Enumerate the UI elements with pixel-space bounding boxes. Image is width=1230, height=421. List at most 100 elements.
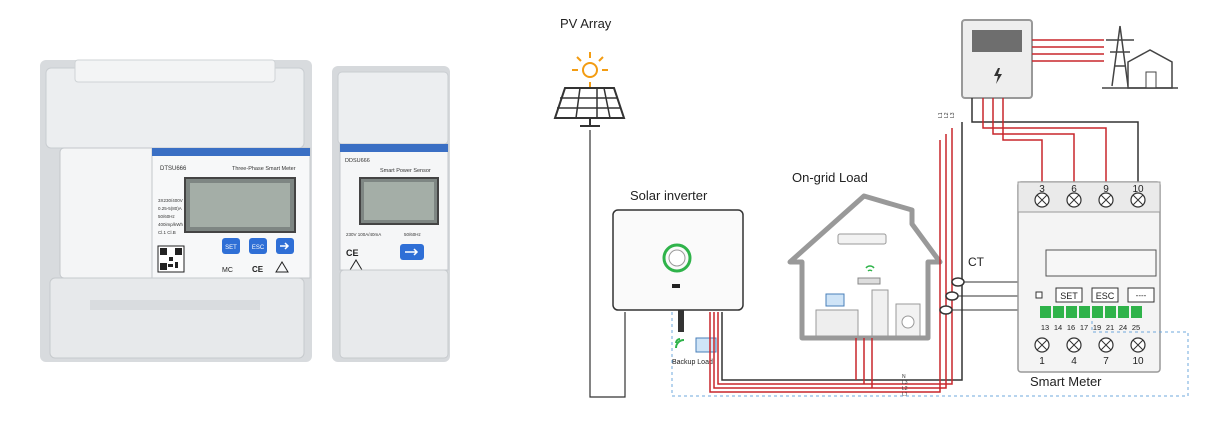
- sensor-lcd-inner: [364, 182, 434, 220]
- router-icon: [857, 277, 881, 285]
- terminal-number: 3: [1039, 184, 1045, 195]
- ct-clamp-icon: [945, 291, 959, 301]
- three-phase-smart-meter-photo: DTSU666 Three-Phase Smart Meter 3X230/40…: [40, 59, 312, 362]
- line-tag: L2: [902, 386, 908, 392]
- main-bus-wires: [709, 98, 1139, 393]
- sensor-lower-block: [339, 269, 449, 359]
- sensor-model-text: DDSU666: [345, 158, 370, 164]
- warning-triangle-icon: [275, 261, 289, 273]
- meter-spec-text: Cl.1 Cl.B: [158, 230, 176, 235]
- comm-terminal-number: 25: [1132, 323, 1140, 332]
- meter-arrow-button[interactable]: [276, 238, 294, 254]
- smart-meter-esc-label: ESC: [1096, 291, 1115, 301]
- set-button-label: SET: [225, 245, 237, 251]
- meter-spec-text: 50/60Hz: [158, 214, 176, 219]
- sensor-spec-text: 230V 100A/40mA: [346, 232, 381, 237]
- sensor-freq-text: 50/60Hz: [404, 232, 422, 237]
- line-tag: L2: [944, 112, 950, 118]
- meter-spec-text: 3X230/400V: [158, 198, 183, 203]
- comm-terminal-number: 16: [1067, 323, 1075, 332]
- pv-array-label: PV Array: [560, 16, 612, 31]
- sensor-upper-block: [337, 71, 449, 145]
- smart-meter-set-label: SET: [1060, 291, 1078, 301]
- terminal-number: 9: [1103, 184, 1109, 195]
- terminal-number: 10: [1132, 356, 1144, 367]
- sensor-blue-stripe: [340, 144, 448, 152]
- smart-meter-display: [1045, 249, 1157, 277]
- single-phase-power-sensor-photo: DDSU666 Smart Power Sensor 230V 100A/40m…: [332, 66, 450, 362]
- ct-label: CT: [968, 255, 985, 269]
- ct-clamp-icon: [939, 305, 953, 315]
- terminal-number: 6: [1071, 184, 1077, 195]
- pv-array: PV Array: [553, 16, 626, 127]
- smart-meter-dash-label: ----: [1136, 291, 1147, 300]
- refrigerator-icon: [871, 289, 889, 337]
- meter-title-text: Three-Phase Smart Meter: [232, 166, 296, 172]
- line-tag: L1: [938, 112, 944, 118]
- sensor-arrow-button[interactable]: [400, 244, 424, 260]
- meter-model-text: DTSU666: [160, 166, 187, 172]
- computer-icon: [825, 293, 845, 307]
- meter-esc-button[interactable]: ESC: [249, 238, 267, 254]
- line-tag: L3: [902, 380, 908, 386]
- on-grid-load-label: On-grid Load: [792, 170, 868, 185]
- comm-terminal-number: 19: [1093, 323, 1101, 332]
- smart-meter-arrow-button[interactable]: ----: [1127, 287, 1155, 303]
- meter-set-button[interactable]: SET: [222, 238, 240, 254]
- smart-meter-diagram: 3 6 9 10 SET ESC ----: [1017, 181, 1161, 389]
- grid-feed-wires: [1032, 39, 1104, 62]
- comm-terminal-strip: [1040, 306, 1142, 318]
- ct-clamp-icon: [951, 277, 965, 287]
- terminal-number: 7: [1103, 356, 1109, 367]
- meter-spec-text: 400imp/kWh: [158, 222, 184, 227]
- top-terminals: 3 6 9 10: [1034, 184, 1146, 208]
- on-grid-load-house: On-grid Load: [787, 170, 943, 341]
- sun-icon: [572, 52, 608, 88]
- line-tag: N: [902, 374, 906, 380]
- grid-tower-and-house-icon: [1102, 25, 1178, 89]
- air-conditioner-icon: [837, 233, 887, 245]
- rs485-comm-dashed-line: [671, 312, 1189, 397]
- utility-grid-meter: [961, 19, 1033, 99]
- solar-panel-icon: [553, 87, 626, 127]
- inverter-port: [672, 284, 680, 288]
- comm-terminal-number: 14: [1054, 323, 1062, 332]
- lightning-icon: [994, 68, 1002, 84]
- smart-meter-indicator: [1035, 291, 1043, 299]
- line-tags-bottom: N L3 L2 L1: [902, 374, 908, 398]
- utility-meter-display: [972, 30, 1022, 52]
- smart-meter-set-button[interactable]: SET: [1055, 287, 1083, 303]
- meter-lower-block: [49, 277, 305, 359]
- comm-terminal-number: 13: [1041, 323, 1049, 332]
- terminal-number: 4: [1071, 356, 1077, 367]
- comm-terminal-numbers: 13 14 16 17 19 21 24 25: [1041, 323, 1140, 332]
- meter-spec-text: 0.25-5(80)A: [158, 206, 182, 211]
- backup-load-label: Backup Load: [672, 359, 713, 366]
- esc-button-label: ESC: [252, 245, 265, 251]
- meter-lcd-inner: [190, 183, 290, 227]
- inverter-label: Solar inverter: [630, 188, 708, 203]
- comm-terminal-number: 24: [1119, 323, 1127, 332]
- backup-load: Backup Load: [672, 337, 717, 366]
- terminal-number: 1: [1039, 356, 1045, 367]
- smart-meter-label: Smart Meter: [1030, 374, 1102, 389]
- ce-mark: CE: [252, 265, 264, 274]
- mc-mark: MC: [222, 267, 233, 274]
- bottom-terminals: 1 4 7 10: [1034, 337, 1146, 367]
- meter-lower-groove: [90, 300, 260, 310]
- inverter-antenna: [678, 310, 684, 332]
- smart-meter-esc-button[interactable]: ESC: [1091, 287, 1119, 303]
- solar-inverter: Solar inverter: [612, 188, 744, 332]
- router-wifi-icon: [865, 265, 875, 272]
- pv-dc-wire: [589, 130, 626, 398]
- washing-machine-door: [901, 315, 915, 329]
- line-tags-top: L1 L2 L3: [938, 112, 956, 118]
- qr-code: [157, 245, 185, 273]
- desk-icon: [815, 309, 859, 337]
- meter-blue-stripe: [152, 148, 310, 156]
- line-tag: L1: [902, 392, 908, 398]
- comm-terminal-number: 21: [1106, 323, 1114, 332]
- comm-terminal-number: 17: [1080, 323, 1088, 332]
- line-tag: L3: [950, 112, 956, 118]
